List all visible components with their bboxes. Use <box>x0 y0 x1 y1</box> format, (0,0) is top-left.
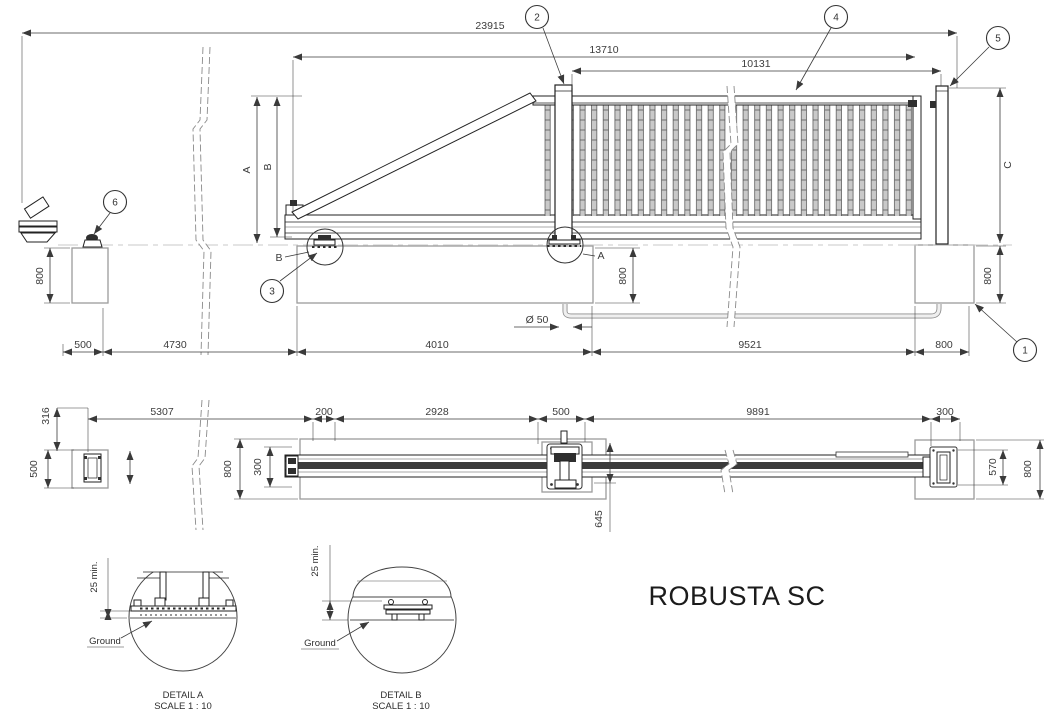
dim-9521: 9521 <box>738 339 762 351</box>
detail-b-beam-dome <box>352 566 452 598</box>
detail-a-view: 25 min. Ground DETAIL A SCALE 1 : 10 <box>87 555 250 712</box>
detail-a-clearance: 25 min. <box>89 561 100 592</box>
plan-break-beam <box>720 449 738 495</box>
elevation-view: B A 23915 13710 10131 A B <box>18 4 1038 363</box>
dim-found-depth-mid: 800 <box>617 267 629 285</box>
plan-view: 316 5307 200 2928 500 9891 300 500 <box>28 399 1044 532</box>
detail-a-scale: SCALE 1 : 10 <box>154 701 212 712</box>
callout-6: 6 <box>93 189 128 235</box>
dim-645: 645 <box>593 510 605 528</box>
detail-a-ground-label: Ground <box>89 636 121 647</box>
section-ref-b: B <box>275 252 282 264</box>
dim-200: 200 <box>315 406 333 418</box>
photocell <box>82 234 103 248</box>
dim-height-b: B <box>262 163 274 170</box>
callout-4: 4 <box>795 4 849 91</box>
plan-dimensions: 316 5307 200 2928 500 9891 300 500 <box>28 406 1044 532</box>
callout-2-number: 2 <box>534 13 540 24</box>
dim-5307: 5307 <box>150 406 174 418</box>
dim-2928: 2928 <box>425 406 449 418</box>
detail-b-view: 25 min. Ground DETAIL B SCALE 1 : 10 <box>301 545 464 712</box>
dim-gate-length: 13710 <box>589 44 618 56</box>
detail-b-clearance: 25 min. <box>310 545 321 576</box>
callout-2: 2 <box>524 4 565 85</box>
dim-9891: 9891 <box>746 406 770 418</box>
detail-b-title: DETAIL B <box>380 690 421 701</box>
lamp-head-icon <box>23 196 50 219</box>
conduit-pipe <box>562 304 942 319</box>
dim-800-left-plan: 800 <box>222 460 234 478</box>
diagonal-brace <box>291 92 537 220</box>
callout-5-number: 5 <box>995 34 1001 45</box>
plan-carriage-unit <box>546 430 583 490</box>
dim-500-found: 500 <box>28 460 40 478</box>
detail-a-title: DETAIL A <box>163 690 204 701</box>
section-ref-a: A <box>597 250 604 262</box>
dim-300-left-plan: 300 <box>252 458 264 476</box>
dim-500-carriage: 500 <box>552 406 570 418</box>
plan-photocell-unit <box>83 453 102 483</box>
guide-post <box>554 84 573 243</box>
detail-a-circle <box>546 226 584 264</box>
main-foundation <box>296 245 594 304</box>
detail-b-ground-label: Ground <box>304 638 336 649</box>
detail-a-base-plate <box>130 605 237 612</box>
dim-800-right-plan: 800 <box>1022 460 1034 478</box>
dim-infill-length: 10131 <box>741 58 770 70</box>
top-rail <box>532 95 922 106</box>
dim-found-depth-right: 800 <box>982 267 994 285</box>
plan-catch-post <box>922 446 958 488</box>
detail-b-support <box>383 604 433 610</box>
plan-catch-rail <box>835 451 909 458</box>
dim-overall: 23915 <box>475 20 504 32</box>
cantilever-gate <box>284 84 949 248</box>
dim-570: 570 <box>987 458 999 476</box>
warning-lamp <box>18 196 58 243</box>
break-line-gate <box>722 85 741 328</box>
detail-b-circle <box>306 228 344 266</box>
callout-3-number: 3 <box>269 287 275 298</box>
dim-4730: 4730 <box>163 339 187 351</box>
callout-3: 3 <box>259 252 318 304</box>
dim-height-c: C <box>1002 161 1014 169</box>
detail-b-scale: SCALE 1 : 10 <box>372 701 430 712</box>
left-photocell-foundation <box>71 247 109 304</box>
catch-post <box>935 85 949 245</box>
break-line-left <box>192 46 212 356</box>
dim-316: 316 <box>40 407 52 425</box>
callout-5: 5 <box>949 25 1011 87</box>
detail-a-post <box>159 571 167 601</box>
product-title: ROBUSTA SC <box>648 581 825 611</box>
elevation-dimensions: 23915 13710 10131 A B C 800 <box>21 20 1014 356</box>
dim-height-a: A <box>241 166 253 173</box>
dim-found-depth-left: 800 <box>34 267 46 285</box>
dim-300: 300 <box>936 406 954 418</box>
catch-post-foundation <box>914 244 975 304</box>
plan-break-left <box>191 399 210 531</box>
callout-1: 1 <box>974 303 1038 363</box>
dim-4010: 4010 <box>425 339 449 351</box>
gate-end-member <box>912 95 922 220</box>
dim-800: 800 <box>935 339 953 351</box>
plan-gate-beam <box>284 451 931 478</box>
dim-conduit-dia: Ø 50 <box>526 314 549 326</box>
callout-6-number: 6 <box>112 198 118 209</box>
dim-500: 500 <box>74 339 92 351</box>
callout-4-number: 4 <box>833 13 839 24</box>
callout-1-number: 1 <box>1022 346 1028 357</box>
